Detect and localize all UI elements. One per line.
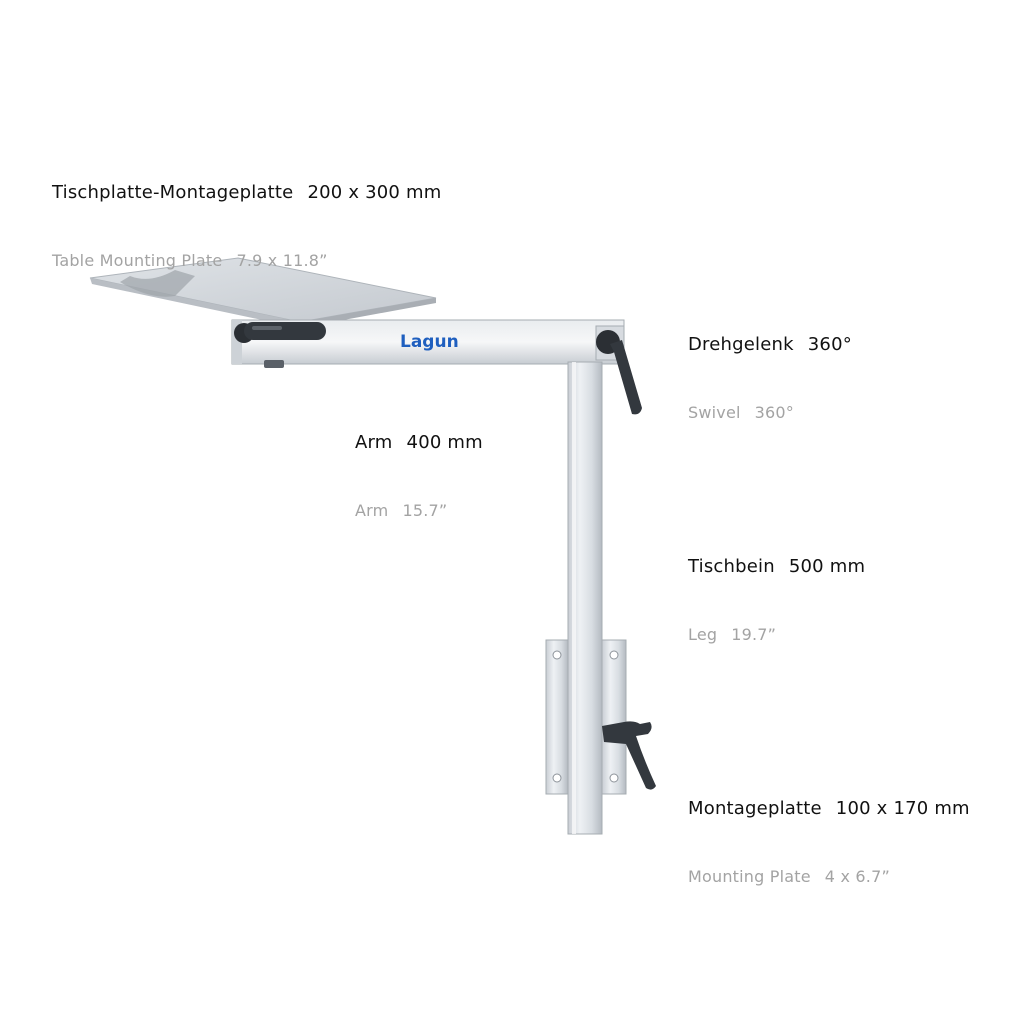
label-value-de: 400 mm — [406, 432, 483, 453]
label-name-de: Montageplatte — [688, 798, 822, 819]
label-value-de: 200 x 300 mm — [307, 182, 442, 203]
brand-logo: Lagun — [400, 332, 459, 352]
swivel-lever-handle[interactable] — [596, 330, 642, 415]
label-name-de: Tischbein — [688, 556, 775, 577]
leg — [567, 361, 603, 835]
label-value-en: 4 x 6.7” — [824, 867, 890, 886]
label-value-en: 7.9 x 11.8” — [236, 251, 328, 270]
label-value-de: 360° — [807, 334, 852, 355]
label-leg: Tischbein 500 mm Leg 19.7” — [688, 518, 865, 663]
arm-lever-handle[interactable] — [234, 322, 326, 343]
label-value-en: 15.7” — [402, 501, 448, 520]
label-table-mounting-plate: Tischplatte-Montageplatte 200 x 300 mm Ta… — [52, 144, 441, 289]
label-name-en: Mounting Plate — [688, 867, 811, 886]
label-arm: Arm 400 mm Arm 15.7” — [355, 394, 483, 539]
label-swivel: Drehgelenk 360° Swivel 360° — [688, 296, 852, 441]
label-name-en: Table Mounting Plate — [52, 251, 223, 270]
label-value-en: 19.7” — [731, 625, 777, 644]
mounting-plate — [545, 639, 627, 795]
label-value-de: 100 x 170 mm — [835, 798, 970, 819]
label-name-de: Drehgelenk — [688, 334, 794, 355]
mount-lever-handle[interactable] — [602, 721, 656, 790]
label-name-en: Leg — [688, 625, 718, 644]
label-value-en: 360° — [754, 403, 794, 422]
label-name-en: Arm — [355, 501, 389, 520]
label-name-de: Arm — [355, 432, 393, 453]
label-mounting-plate: Montageplatte 100 x 170 mm Mounting Plate… — [688, 760, 970, 905]
label-name-en: Swivel — [688, 403, 741, 422]
label-value-de: 500 mm — [788, 556, 866, 577]
label-name-de: Tischplatte-Montageplatte — [52, 182, 294, 203]
